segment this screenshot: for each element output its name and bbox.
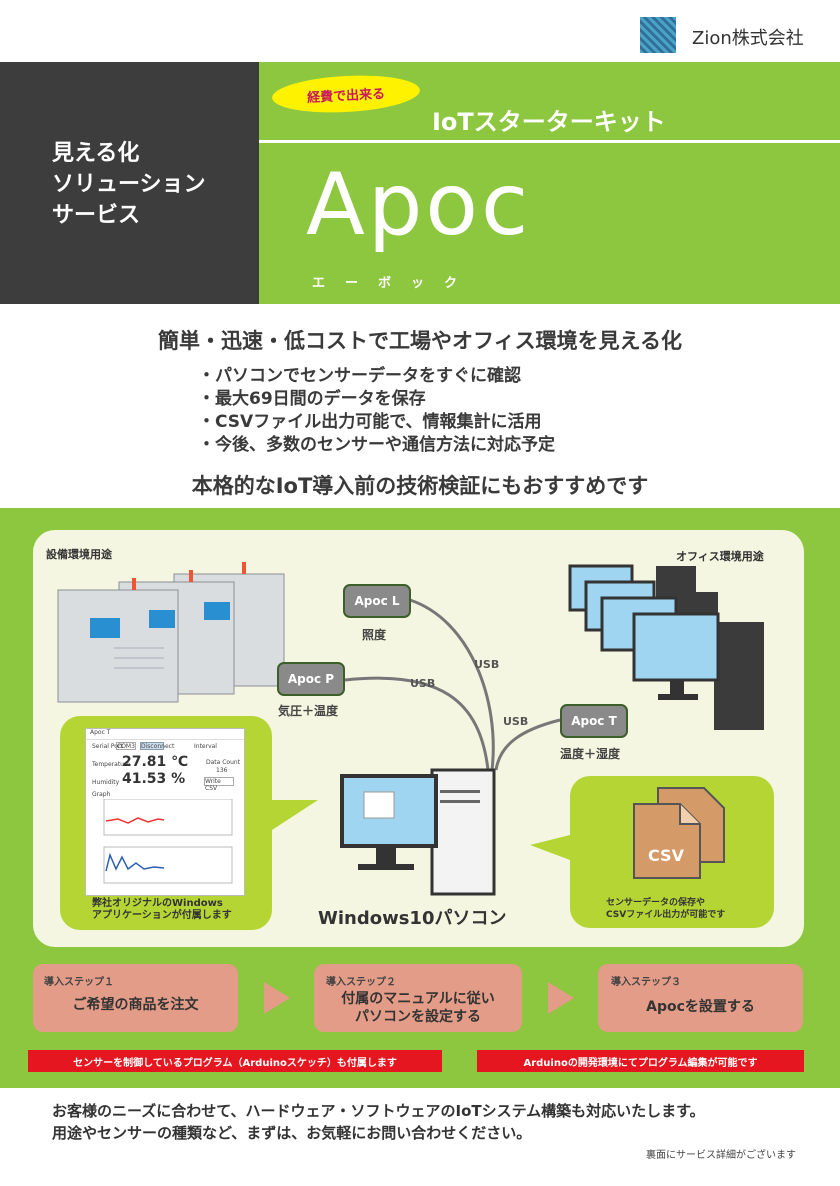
note-arduino-sketch: センサーを制御しているプログラム（Arduinoスケッチ）も付属します [28, 1050, 442, 1072]
feature-item: ・最大69日間のデータを保存 [198, 389, 426, 409]
step-2-text: 付属のマニュアルに従い パソコンを設定する [341, 991, 495, 1025]
data-count-label: Data Count [206, 759, 241, 766]
feature-item: ・今後、多数のセンサーや通信方法に対応予定 [198, 435, 555, 455]
feature-item: ・CSVファイル出力可能で、情報集計に活用 [198, 412, 542, 432]
windows-pc-icon [340, 768, 496, 896]
data-count-value: 136 [216, 767, 228, 774]
step-1-title: 導入ステップ１ [44, 977, 114, 988]
step-arrow-icon [548, 982, 574, 1014]
factory-machines-icon [57, 562, 285, 703]
app-graphs [103, 799, 233, 884]
kit-title: IoTスターターキット [432, 108, 666, 136]
device-apoc-p-label: 気圧＋温度 [278, 704, 339, 718]
csv-text: CSV [648, 846, 684, 865]
step-arrow-icon [264, 982, 290, 1014]
feature-item: ・パソコンでセンサーデータをすぐに確認 [198, 366, 521, 386]
company-logo-icon [640, 17, 676, 53]
headline: 簡単・迅速・低コストで工場やオフィス環境を見える化 [158, 329, 682, 353]
serial-port-label: Serial Port [92, 743, 123, 750]
usb-label: USB [410, 677, 436, 690]
step-2-title: 導入ステップ２ [326, 977, 396, 988]
step-1-box [33, 964, 238, 1032]
hero-service-title: 見える化 ソリューション サービス [52, 141, 206, 228]
office-use-label: オフィス環境用途 [676, 550, 764, 563]
graph-label: Graph [92, 791, 111, 798]
disconnect-button: Disconnect [140, 742, 175, 750]
feature-list: ・パソコンでセンサーデータをすぐに確認 ・最大69日間のデータを保存 ・CSVフ… [198, 365, 555, 457]
app-window: Apoc T Serial Port COM3 Disconnect Inter… [85, 728, 245, 896]
office-pcs-icon [568, 564, 764, 730]
interval-label: Interval [194, 743, 217, 750]
device-apoc-t-label: 温度＋湿度 [560, 747, 621, 761]
note-arduino-ide: Arduinoの開発環境にてプログラム編集が可能です [477, 1050, 804, 1072]
device-apoc-t: Apoc T [560, 704, 628, 738]
step-3-title: 導入ステップ３ [611, 977, 681, 988]
device-apoc-p: Apoc P [277, 662, 345, 696]
usb-label: USB [474, 658, 500, 671]
usb-label: USB [503, 715, 529, 728]
pc-caption: Windows10パソコン [318, 908, 507, 929]
brand-name: Apoc [306, 155, 532, 255]
humidity-unit: % [171, 771, 186, 787]
company-name: Zion株式会社 [692, 28, 804, 49]
factory-use-label: 設備環境用途 [46, 548, 112, 561]
device-apoc-l-label: 照度 [362, 628, 387, 642]
temperature-label: Temperature [92, 761, 131, 768]
csv-caption: センサーデータの保存や CSVファイル出力が可能です [606, 898, 726, 920]
hero-left-panel [0, 62, 259, 304]
csv-file-icon [633, 787, 725, 879]
app-caption: 弊社オリジナルのWindows アプリケーションが付属します [92, 898, 232, 921]
port-select: COM3 [116, 742, 136, 750]
footer-message: お客様のニーズに合わせて、ハードウェア・ソフトウェアのIoTシステム構築も対応い… [52, 1102, 705, 1142]
brand-kana: エーボック [312, 276, 478, 291]
hero-divider [259, 140, 840, 143]
step-3-text: Apocを設置する [646, 999, 755, 1015]
temperature-unit: ℃ [171, 754, 189, 770]
step-3-box [598, 964, 803, 1032]
footer-note: 裏面にサービス詳細がございます [646, 1150, 796, 1161]
temperature-value: 27.81 [122, 754, 167, 770]
humidity-value: 41.53 [122, 771, 167, 787]
sub-headline: 本格的なIoT導入前の技術検証にもおすすめです [191, 474, 649, 498]
humidity-label: Humidity [92, 779, 120, 786]
write-csv-button: Write CSV [204, 777, 234, 792]
step-1-text: ご希望の商品を注文 [72, 997, 199, 1013]
app-window-title: Apoc T [86, 729, 244, 740]
step-2-box [314, 964, 522, 1032]
device-apoc-l: Apoc L [343, 584, 411, 618]
